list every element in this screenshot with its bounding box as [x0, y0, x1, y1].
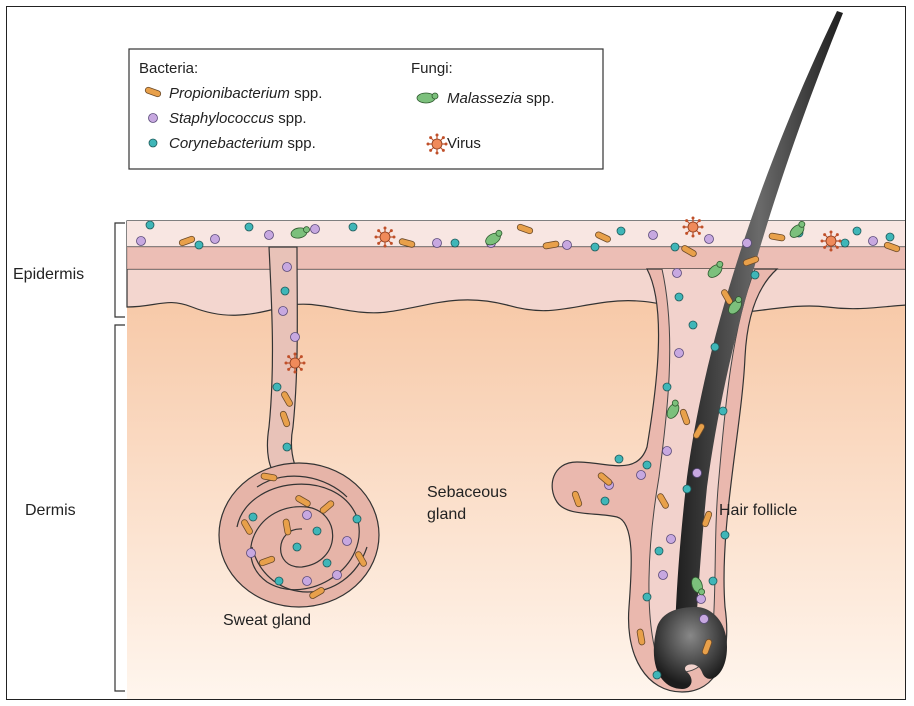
- corynebacterium-cell: [683, 485, 691, 493]
- staphylococcus-cell: [673, 269, 682, 278]
- corynebacterium-cell: [451, 239, 459, 247]
- corynebacterium-cell: [293, 543, 301, 551]
- virus-icon: [427, 134, 448, 155]
- staphylococcus-cell: [667, 535, 676, 544]
- epidermis-bracket: [115, 223, 125, 317]
- staphylococcus-cell: [283, 263, 292, 272]
- staphylococcus-cell: [433, 239, 442, 248]
- staphylococcus-cell: [659, 571, 668, 580]
- corynebacterium-cell: [245, 223, 253, 231]
- staphylococcus-cell: [675, 349, 684, 358]
- staphylococcus-cell: [211, 235, 220, 244]
- corynebacterium-cell: [146, 221, 154, 229]
- dermis-bracket: [115, 325, 125, 691]
- staphylococcus-cell: [279, 307, 288, 316]
- staphylococcus-cell: [637, 471, 646, 480]
- corynebacterium-cell: [195, 241, 203, 249]
- staphylococcus-cell: [697, 595, 706, 604]
- corynebacterium-cell: [675, 293, 683, 301]
- legend: Bacteria: Fungi: Propionibacterium spp. …: [129, 49, 603, 169]
- corynebacterium-cell: [643, 461, 651, 469]
- corynebacterium-cell: [313, 527, 321, 535]
- staphylococcus-cell: [705, 235, 714, 244]
- legend-corynebacterium: Corynebacterium spp.: [169, 135, 316, 152]
- corynebacterium-cell: [281, 287, 289, 295]
- staphylococcus-cell: [303, 511, 312, 520]
- teal-coccus-icon: [149, 139, 157, 147]
- label-epidermis: Epidermis: [13, 266, 84, 283]
- corynebacterium-cell: [617, 227, 625, 235]
- staphylococcus-cell: [563, 241, 572, 250]
- staphylococcus-cell: [291, 333, 300, 342]
- staphylococcus-cell: [700, 615, 709, 624]
- corynebacterium-cell: [643, 593, 651, 601]
- label-sweat-gland: Sweat gland: [223, 612, 311, 629]
- label-sebaceous: Sebaceous: [427, 484, 507, 501]
- staphylococcus-cell: [303, 577, 312, 586]
- legend-propionibacterium: Propionibacterium spp.: [169, 85, 322, 102]
- legend-bacteria-heading: Bacteria:: [139, 60, 198, 77]
- corynebacterium-cell: [671, 243, 679, 251]
- corynebacterium-cell: [283, 443, 291, 451]
- staphylococcus-cell: [869, 237, 878, 246]
- skin-microbiome-figure: Epidermis Dermis Sweat gland Sebaceous g…: [6, 6, 906, 700]
- corynebacterium-cell: [721, 531, 729, 539]
- virus-particle: [683, 217, 704, 238]
- staphylococcus-cell: [693, 469, 702, 478]
- corynebacterium-cell: [709, 577, 717, 585]
- virus-particle: [285, 353, 306, 374]
- stratum-corneum: [127, 221, 906, 247]
- staphylococcus-cell: [265, 231, 274, 240]
- staphylococcus-cell: [311, 225, 320, 234]
- label-hair-follicle: Hair follicle: [719, 502, 797, 519]
- corynebacterium-cell: [689, 321, 697, 329]
- corynebacterium-cell: [886, 233, 894, 241]
- corynebacterium-cell: [615, 455, 623, 463]
- purple-coccus-icon: [149, 114, 158, 123]
- corynebacterium-cell: [711, 343, 719, 351]
- staphylococcus-cell: [649, 231, 658, 240]
- label-gland: gland: [427, 506, 466, 523]
- corynebacterium-cell: [663, 383, 671, 391]
- corynebacterium-cell: [719, 407, 727, 415]
- virus-particle: [821, 231, 842, 252]
- corynebacterium-cell: [853, 227, 861, 235]
- staphylococcus-cell: [663, 447, 672, 456]
- staphylococcus-cell: [247, 549, 256, 558]
- corynebacterium-cell: [751, 271, 759, 279]
- corynebacterium-cell: [275, 577, 283, 585]
- legend-fungi-heading: Fungi:: [411, 60, 453, 77]
- corynebacterium-cell: [655, 547, 663, 555]
- skin-diagram: Epidermis Dermis Sweat gland Sebaceous g…: [7, 7, 906, 700]
- corynebacterium-cell: [249, 513, 257, 521]
- corynebacterium-cell: [841, 239, 849, 247]
- label-dermis: Dermis: [25, 502, 76, 519]
- staphylococcus-cell: [137, 237, 146, 246]
- legend-staphylococcus: Staphylococcus spp.: [169, 110, 307, 127]
- virus-particle: [427, 134, 448, 155]
- legend-malassezia: Malassezia spp.: [447, 90, 555, 107]
- corynebacterium-cell: [601, 497, 609, 505]
- sweat-gland-coil: [219, 463, 379, 607]
- staphylococcus-cell: [343, 537, 352, 546]
- corynebacterium-cell: [653, 671, 661, 679]
- corynebacterium-cell: [273, 383, 281, 391]
- staphylococcus-cell: [743, 239, 752, 248]
- staphylococcus-cell: [333, 571, 342, 580]
- corynebacterium-cell: [349, 223, 357, 231]
- corynebacterium-cell: [591, 243, 599, 251]
- virus-particle: [375, 227, 396, 248]
- corynebacterium-cell: [323, 559, 331, 567]
- corynebacterium-cell: [353, 515, 361, 523]
- legend-virus: Virus: [447, 135, 481, 152]
